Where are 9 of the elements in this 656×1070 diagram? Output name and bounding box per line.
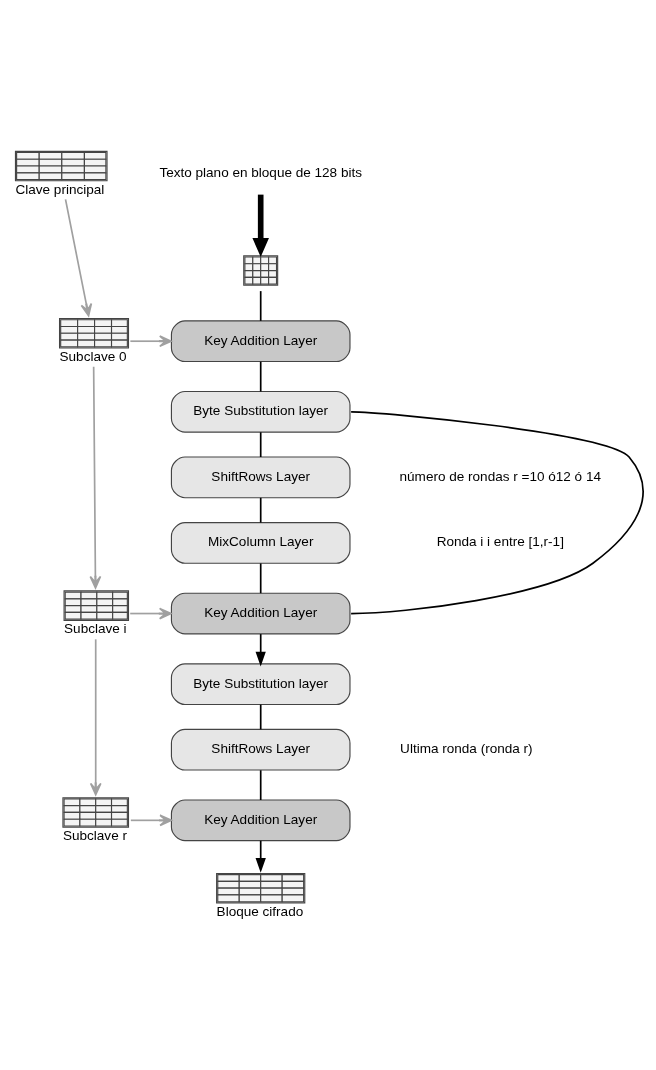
label: número de rondas r =10 ó12 ó 14 bbox=[399, 468, 602, 484]
node-label: Subclave i bbox=[64, 621, 127, 637]
label: Ronda i i entre [1,r-1] bbox=[436, 534, 564, 550]
label: Ultima ronda (ronda r) bbox=[400, 741, 533, 757]
node-label: Subclave r bbox=[62, 828, 127, 844]
node-label: Subclave 0 bbox=[59, 349, 127, 365]
node-label: Bloque cifrado bbox=[216, 903, 304, 919]
node-label: Clave principal bbox=[15, 181, 105, 197]
node-text: Texto plano en bloque de 128 bits bbox=[159, 165, 362, 181]
